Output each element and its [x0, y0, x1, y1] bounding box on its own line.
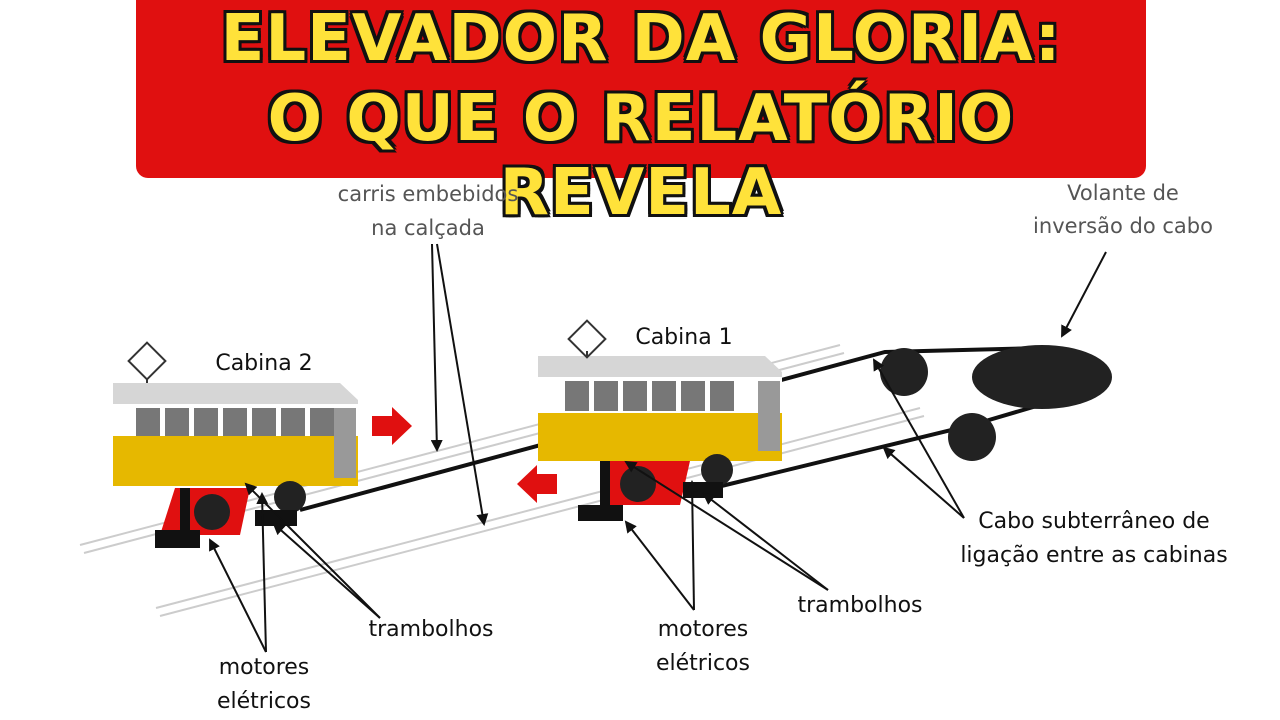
cable-label-line-2: ligação entre as cabinas [960, 543, 1227, 568]
cable-label-line-1: Cabo subterrâneo de [978, 509, 1209, 534]
flywheel-label-line-1: Volante de [1067, 181, 1179, 205]
trambolhos-label-right: trambolhos [798, 593, 923, 618]
cabin-2-label: Cabina 2 [215, 351, 312, 376]
leader-arrows [209, 243, 1107, 653]
pantograph-icon [127, 341, 167, 383]
title-line-1: ELEVADOR DA GLORIA: [220, 2, 1062, 76]
upper-pulley [880, 348, 928, 396]
motors-label-right-line-1: motores [658, 617, 749, 642]
trambolhos-label-left: trambolhos [369, 617, 494, 642]
reversing-flywheel [972, 345, 1112, 409]
title-line-2: O QUE O RELATÓRIO REVELA [267, 82, 1015, 230]
cabin-1 [538, 319, 782, 521]
rails-label-line-2: na calçada [371, 216, 485, 240]
direction-arrow-icon [372, 407, 412, 445]
flywheel-label-line-2: inversão do cabo [1033, 214, 1213, 238]
motors-label-left-line-2: elétricos [217, 689, 311, 714]
cabin-2 [113, 341, 358, 548]
pantograph-icon [567, 319, 607, 359]
rails-label-line-1: carris embebidos [338, 182, 519, 206]
direction-arrow-icon [517, 465, 557, 503]
title-banner: ELEVADOR DA GLORIA: O QUE O RELATÓRIO RE… [136, 0, 1146, 230]
lower-pulley [948, 413, 996, 461]
motors-label-left-line-1: motores [219, 655, 310, 680]
cabin-1-label: Cabina 1 [635, 325, 732, 350]
motors-label-right-line-2: elétricos [656, 651, 750, 676]
